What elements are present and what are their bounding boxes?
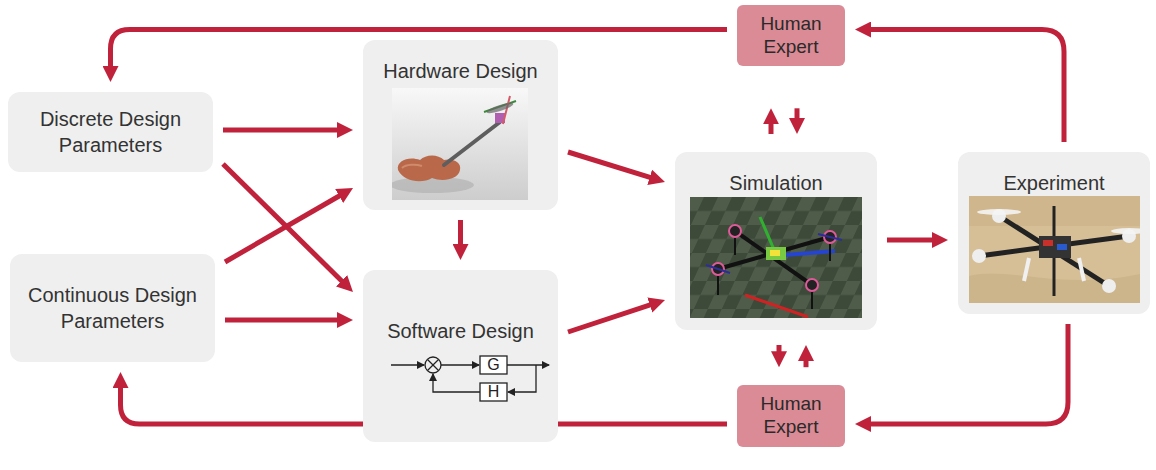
node-title: Discrete Design Parameters xyxy=(16,106,205,158)
block-label: H xyxy=(480,383,507,401)
flow-arrow xyxy=(568,304,652,332)
drawing-part xyxy=(503,96,510,124)
drawing-part xyxy=(507,364,549,365)
drawing-part xyxy=(806,279,818,291)
drawing-part xyxy=(433,374,480,392)
block-label: G xyxy=(480,356,507,374)
drawing-part xyxy=(486,101,514,115)
node-title: Simulation xyxy=(683,170,869,196)
drawing-part xyxy=(428,360,439,371)
drawing-part xyxy=(402,165,422,168)
expert-box: Human Expert xyxy=(737,5,845,67)
drawing-part xyxy=(818,234,842,240)
drawing-part xyxy=(972,249,986,263)
node-title: Experiment xyxy=(966,170,1142,196)
drawing-part xyxy=(1057,244,1067,250)
drawing-part xyxy=(428,360,439,371)
flow-arrow xyxy=(225,195,341,262)
drawing-part xyxy=(745,295,808,317)
drawing-part xyxy=(1043,240,1053,246)
drawing-part xyxy=(766,247,786,260)
drawing-part xyxy=(735,231,812,285)
drawing-part xyxy=(785,251,835,255)
drawing-part xyxy=(1024,258,1029,281)
experiment-panel: Experiment xyxy=(958,152,1150,314)
control-block-diagram xyxy=(373,350,551,410)
drawing-part xyxy=(391,364,424,365)
drawing-part xyxy=(1102,279,1116,293)
flow-arrow xyxy=(568,152,652,178)
flow-arrow xyxy=(777,345,782,353)
simulation-panel: Simulation xyxy=(675,152,877,330)
drawing-part xyxy=(480,356,507,374)
flow-arrow xyxy=(223,164,343,282)
flow-arrow xyxy=(869,324,1068,424)
hardware-render xyxy=(392,88,528,200)
drawing-part xyxy=(392,177,474,193)
flow-arrow xyxy=(458,220,463,246)
drawing-part xyxy=(706,265,730,273)
parameter-box: Discrete Design Parameters xyxy=(8,92,213,172)
flow-arrow xyxy=(223,128,339,133)
drawing-part xyxy=(977,209,1021,215)
drawing-part xyxy=(770,250,780,256)
experiment-photo xyxy=(969,196,1140,303)
drawing-part xyxy=(1039,236,1071,258)
expert-label: Human Expert xyxy=(745,13,837,59)
drawing-part xyxy=(441,364,479,365)
design-panel: Hardware Design xyxy=(363,40,558,210)
drawing-part xyxy=(508,365,536,392)
simulation-render xyxy=(690,197,862,318)
drawing-part xyxy=(969,196,1140,303)
flow-arrow xyxy=(769,122,774,134)
design-panel: Software DesignGH xyxy=(363,270,558,442)
drawing-part xyxy=(1111,228,1140,234)
expert-label: Human Expert xyxy=(745,393,837,439)
flow-arrow xyxy=(225,318,339,323)
drawing-part xyxy=(480,383,507,401)
node-title: Software Design xyxy=(371,318,550,344)
node-title: Continuous Design Parameters xyxy=(18,282,207,334)
flow-arrow xyxy=(795,108,800,120)
node-title: Hardware Design xyxy=(371,58,550,84)
flow-arrow xyxy=(869,30,1064,143)
expert-box: Human Expert xyxy=(737,385,845,447)
drawing-part xyxy=(690,197,862,318)
flow-arrow xyxy=(887,238,934,243)
drawing-part xyxy=(425,357,441,373)
flow-arrow xyxy=(804,359,809,367)
drawing-part xyxy=(444,122,500,165)
drawing-part xyxy=(1079,258,1084,281)
parameter-box: Continuous Design Parameters xyxy=(10,254,215,362)
drawing-part xyxy=(729,225,741,237)
